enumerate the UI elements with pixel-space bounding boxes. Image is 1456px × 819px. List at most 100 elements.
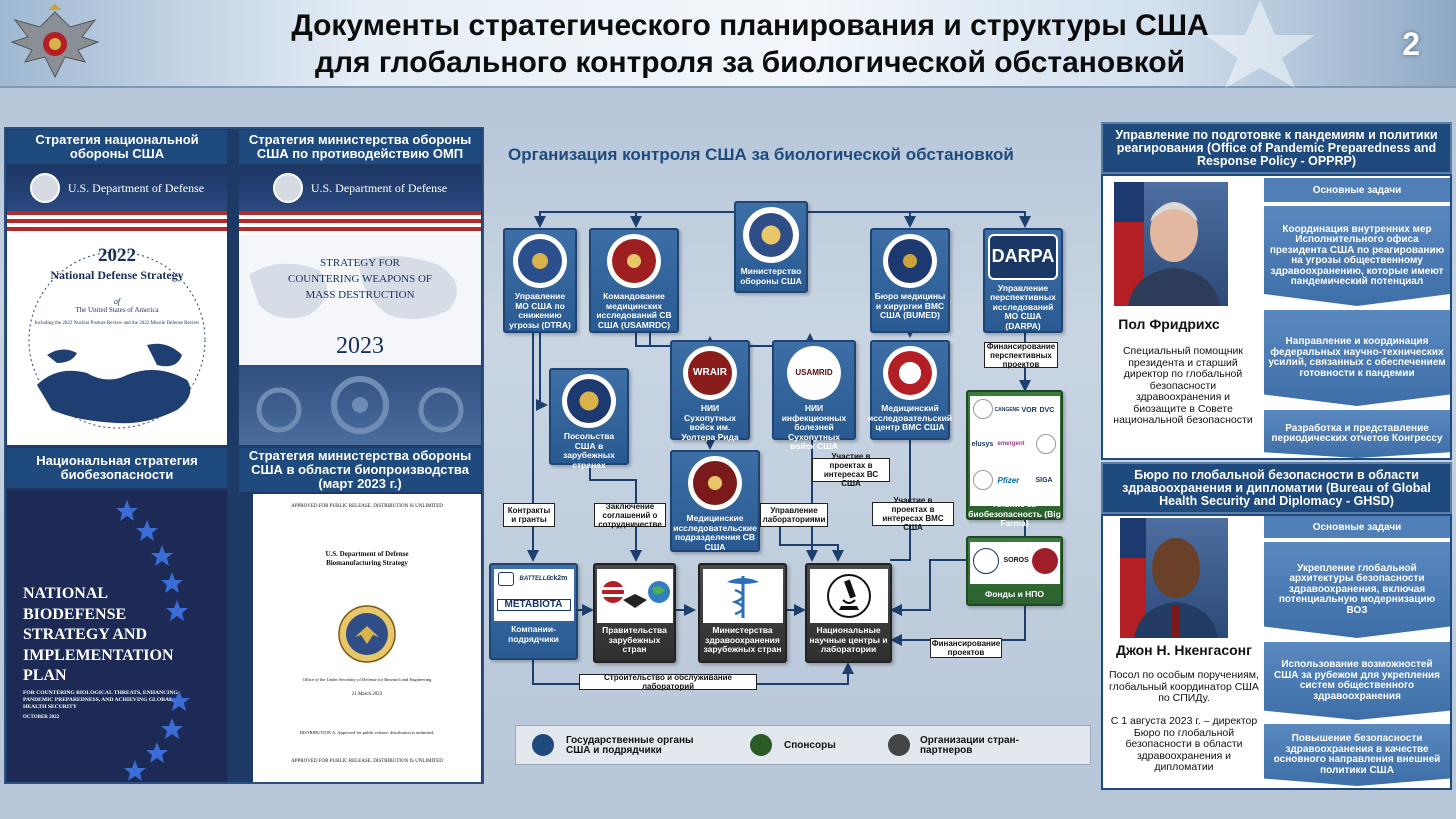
dod-seal-icon xyxy=(743,207,799,263)
ghsd-task-3: Повышение безопасности здравоохранения в… xyxy=(1264,724,1450,786)
doc-heading-nds: Стратегия национальной обороны США xyxy=(7,130,227,164)
legend-dot-sponsors xyxy=(750,734,772,756)
battelle-logo: BATTELLE xyxy=(519,576,551,582)
pharma-logo-icon xyxy=(497,572,514,586)
portrait-nkengasong xyxy=(1120,518,1228,638)
tag-project-funding: Финансирование проектов xyxy=(930,638,1002,658)
bio-date: 21 March 2023 xyxy=(351,692,383,697)
microscope-icon xyxy=(809,569,888,623)
tag-promising-funding: Финансирование перспективных проектов xyxy=(984,342,1058,369)
node-embassy[interactable]: Посольства США в зарубежных странах xyxy=(549,368,629,469)
node-label: НИИ Сухопутных войск им. Уолтера Рида xyxy=(681,403,739,442)
page-title-line2: для глобального контроля за биологическо… xyxy=(314,46,1186,79)
node-contractors[interactable]: BATTELLE ck2m METABIOTA Компании-подрядч… xyxy=(489,563,578,660)
node-label: Национальные научные центры и лаборатори… xyxy=(809,625,888,654)
node-label: Посольства США в зарубежных странах xyxy=(563,431,615,470)
diagram-title: Организация контроля США за биологическо… xyxy=(508,145,1014,164)
ghsd-task-2: Использование возможностей США за рубежо… xyxy=(1264,642,1450,720)
biodefense-date: OCTOBER 2022 xyxy=(23,715,60,720)
cwmd-title: STRATEGY FOR COUNTERING WEAPONS OF MASS … xyxy=(287,257,433,301)
emergent-logo: emergent xyxy=(997,441,1025,447)
node-usamrdc[interactable]: Командование медицинских исследований СВ… xyxy=(589,228,679,333)
header: Документы стратегического планирования и… xyxy=(0,0,1456,88)
node-label: Фонды и НПО xyxy=(984,589,1045,599)
nds-title: National Defense Strategy xyxy=(50,268,184,282)
usamriid-logo-icon: USAMRID xyxy=(787,346,841,400)
legend-label-sponsors: Спонсоры xyxy=(784,740,836,751)
world-map-icon xyxy=(249,256,457,319)
logo-circle xyxy=(1035,434,1056,454)
doc-heading-biomanufacturing: Стратегия министерства обороны США в обл… xyxy=(239,448,481,492)
cover-cwmd[interactable]: U.S. Department of Defense STRATEGY FOR … xyxy=(239,165,481,445)
navy-research-seal-icon xyxy=(883,346,937,400)
portrait-friedrichs xyxy=(1114,182,1228,306)
hazard-band xyxy=(239,365,481,445)
node-darpa[interactable]: DARPA Управление перспективных исследова… xyxy=(983,228,1063,333)
node-label: Управление МО США по снижению угрозы (DT… xyxy=(509,291,571,330)
wrair-logo-text: WRAIR xyxy=(693,367,727,379)
alliance-label: Альянс за биобезопасность (Big Farma) xyxy=(968,499,1061,528)
logo-circle xyxy=(972,470,993,490)
bio-release-bottom: APPROVED FOR PUBLIC RELEASE. DISTRIBUTIO… xyxy=(291,759,443,764)
node-navy-center[interactable]: Медицинский исследовательский центр ВМС … xyxy=(868,340,952,440)
cover-nds[interactable]: U.S. Department of Defense 2022 National… xyxy=(7,165,227,445)
cover-biomanufacturing[interactable]: APPROVED FOR PUBLIC RELEASE. DISTRIBUTIO… xyxy=(253,494,481,782)
eagle-emblem-icon xyxy=(10,4,100,79)
logo-circle xyxy=(1031,548,1058,574)
person-desc-friedrichs: Специальный помощник президента и старши… xyxy=(1113,345,1253,426)
logo-circle xyxy=(972,548,999,574)
node-mo[interactable]: Министерство обороны США xyxy=(734,201,808,293)
ghsd-tasks-heading: Основные задачи xyxy=(1264,516,1450,538)
tag-agreements: Заключение соглашений о сотрудничестве xyxy=(594,502,666,529)
contractor-logos: BATTELLE ck2m METABIOTA xyxy=(493,569,574,621)
flag-stripes xyxy=(239,211,481,235)
bio-distribution: DISTRIBUTION A. Approved for public rele… xyxy=(299,730,435,735)
node-med-units[interactable]: Медицинские исследовательские подразделе… xyxy=(670,450,760,552)
node-foreign-gov[interactable]: Правительства зарубежных стран xyxy=(593,563,676,663)
node-label: Министерства здравоохранения зарубежных … xyxy=(703,625,782,654)
dvc-logo: DVC xyxy=(1039,407,1055,414)
node-label: Бюро медицины и хирургии ВМС США (BUMED) xyxy=(874,291,946,320)
doc-heading-biodefense: Национальная стратегия биобезопасности xyxy=(7,448,227,488)
node-label: Управление перспективных исследований МО… xyxy=(990,282,1056,331)
biohazard-icon xyxy=(256,376,464,434)
opprp-task-3: Разработка и представление периодических… xyxy=(1264,410,1450,458)
page-number: 2 xyxy=(1402,26,1420,62)
star-decoration-icon xyxy=(1205,0,1315,88)
biodefense-title: NATIONAL BIODEFENSE STRATEGY AND IMPLEME… xyxy=(23,585,174,684)
bio-title: Biomanufacturing Strategy xyxy=(326,559,408,567)
opprp-tasks-heading: Основные задачи xyxy=(1264,178,1450,202)
darpa-logo-icon: DARPA xyxy=(988,234,1058,280)
node-label: Командование медицинских исследований СВ… xyxy=(596,291,672,330)
logo-circle xyxy=(972,399,993,419)
node-national-labs[interactable]: Национальные научные центры и лаборатори… xyxy=(805,563,892,663)
ghsd-heading: Бюро по глобальной безопасности в област… xyxy=(1101,462,1452,514)
soros-logo: SOROS xyxy=(1003,557,1029,564)
person-desc-nkengasong-1: Посол по особым поручениям, глобальный к… xyxy=(1109,669,1259,704)
tag-construction: Строительство и обслуживание лабораторий xyxy=(579,673,757,691)
cwmd-year: 2023 xyxy=(336,333,384,359)
tag-contracts: Контракты и гранты xyxy=(503,503,555,527)
node-dtra[interactable]: Управление МО США по снижению угрозы (DT… xyxy=(503,228,577,333)
node-wrair[interactable]: WRAIR НИИ Сухопутных войск им. Уолтера Р… xyxy=(670,340,750,442)
bumed-seal-icon xyxy=(883,234,937,288)
node-usamriid[interactable]: USAMRID НИИ инфекционных болезней Сухопу… xyxy=(772,340,856,451)
node-label: НИИ инфекционных болезней Сухопутных вой… xyxy=(781,403,847,451)
caduceus-icon xyxy=(702,569,783,623)
vor-logo: VOR xyxy=(1021,407,1037,414)
node-bumed[interactable]: Бюро медицины и хирургии ВМС США (BUMED) xyxy=(870,228,950,333)
node-foreign-health[interactable]: Министерства здравоохранения зарубежных … xyxy=(698,563,787,663)
node-alliance[interactable]: CANGENE VOR DVC elusys emergent Pfizer S… xyxy=(966,390,1063,520)
nds-of: of xyxy=(113,297,121,306)
page-title-line1: Документы стратегического планирования и… xyxy=(291,9,1209,42)
node-label: Министерство обороны США xyxy=(740,266,802,286)
node-funds[interactable]: SOROS Фонды и НПО xyxy=(966,536,1063,606)
dod-label: U.S. Department of Defense xyxy=(67,180,205,195)
flag-stripes xyxy=(7,211,227,235)
node-label: Медицинский исследовательский центр ВМС … xyxy=(867,403,953,432)
bio-org: U.S. Department of Defense xyxy=(325,550,409,558)
tag-navy-projects: Участие в проектах в интересах ВМС США xyxy=(872,496,954,532)
handshake-icon xyxy=(596,569,673,623)
ghsd-task-1: Укрепление глобальной архитектуры безопа… xyxy=(1264,542,1450,638)
cover-biodefense[interactable]: NATIONAL BIODEFENSE STRATEGY AND IMPLEME… xyxy=(7,490,227,782)
